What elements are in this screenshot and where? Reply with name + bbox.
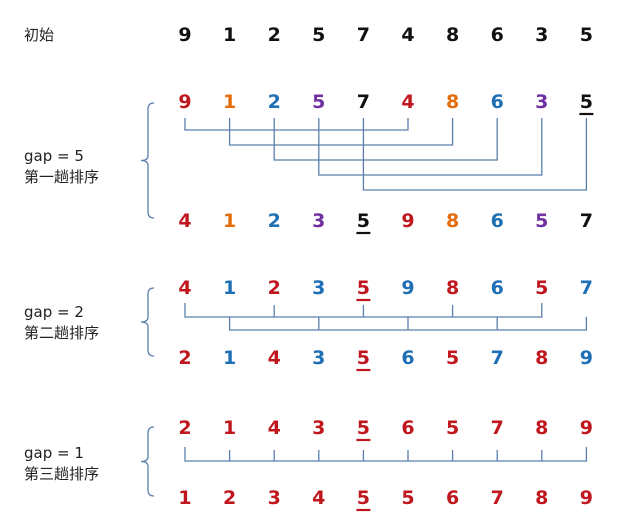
pass-1-gap-label: gap = 5	[24, 147, 84, 165]
initial-label: 初始	[24, 26, 55, 44]
pass-3-before-row-value: 4	[268, 417, 281, 439]
pass-3-after-row-value: 5	[401, 487, 414, 509]
pass-3-before-row-value: 2	[178, 417, 191, 439]
pass-3-after-row-value: 4	[312, 487, 325, 509]
pass-1-group-bracket	[318, 118, 543, 176]
pass-1-after-row-value: 5	[535, 210, 548, 232]
pass-3-before-row-value: 1	[223, 417, 236, 439]
pass-1-after-row-value: 5	[357, 210, 370, 232]
pass-2-after-row-value: 8	[535, 347, 548, 369]
pass-2-before-row-value: 1	[223, 277, 236, 299]
pass-3-after-row-value: 2	[223, 487, 236, 509]
pass-3-before-row-value: 8	[535, 417, 548, 439]
pass-3-brace	[140, 426, 155, 497]
pass-2-before-row-value: 7	[580, 277, 593, 299]
pass-2-title: 第二趟排序	[24, 324, 100, 342]
pass-3-after-row-value: 6	[446, 487, 459, 509]
initial-row-value: 9	[178, 24, 191, 46]
pass-1-brace	[140, 102, 155, 219]
pass-3-before-row-value: 7	[491, 417, 504, 439]
initial-row-value: 8	[446, 24, 459, 46]
pass-1-before-row-value: 2	[268, 91, 281, 113]
pass-2-before-row-value: 5	[535, 277, 548, 299]
pass-3-before-row-value: 6	[401, 417, 414, 439]
pass-3-after-row-value: 3	[268, 487, 281, 509]
pass-2-before-row-value: 6	[491, 277, 504, 299]
pass-1-group-bracket	[362, 118, 588, 191]
pass-2-after-row-value: 7	[491, 347, 504, 369]
pass-3-after-row-value: 1	[178, 487, 191, 509]
initial-row-value: 3	[535, 24, 548, 46]
pass-1-after-row-value: 3	[312, 210, 325, 232]
pass-1-before-row-value: 6	[491, 91, 504, 113]
pass-2-after-row-value: 2	[178, 347, 191, 369]
pass-1-before-row-value: 9	[178, 91, 191, 113]
pass-1-after-row-value: 9	[401, 210, 414, 232]
pass-2-brace	[140, 287, 155, 357]
pass-2-before-row-value: 2	[268, 277, 281, 299]
pass-1-before-row-value: 4	[401, 91, 414, 113]
initial-row-value: 5	[312, 24, 325, 46]
pass-2-before-row-value: 9	[401, 277, 414, 299]
initial-row-value: 2	[268, 24, 281, 46]
pass-2-before-row-value: 4	[178, 277, 191, 299]
pass-1-group-bracket	[184, 118, 409, 131]
pass-3-after-row-value: 9	[580, 487, 593, 509]
pass-1-before-row-value: 3	[535, 91, 548, 113]
pass-3-before-row-value: 9	[580, 417, 593, 439]
pass-1-after-row-value: 4	[178, 210, 191, 232]
pass-3-before-row-value: 3	[312, 417, 325, 439]
pass-2-gap-label: gap = 2	[24, 303, 84, 321]
initial-row-value: 4	[401, 24, 414, 46]
pass-1-after-row-value: 1	[223, 210, 236, 232]
pass-2-after-row-value: 5	[357, 347, 370, 369]
pass-3-group-line	[184, 447, 588, 462]
pass-1-title: 第一趟排序	[24, 168, 100, 186]
pass-2-before-row-value: 5	[357, 277, 370, 299]
pass-2-after-row-value: 3	[312, 347, 325, 369]
initial-row-value: 1	[223, 24, 236, 46]
pass-3-after-row-value: 5	[357, 487, 370, 509]
pass-3-before-row-value: 5	[357, 417, 370, 439]
pass-1-group-bracket	[228, 118, 454, 146]
pass-1-before-row-value: 7	[357, 91, 370, 113]
pass-2-after-row-value: 4	[268, 347, 281, 369]
initial-row-value: 5	[580, 24, 593, 46]
pass-2-after-row-value: 5	[446, 347, 459, 369]
pass-1-after-row-value: 2	[268, 210, 281, 232]
pass-1-before-row-value: 5	[312, 91, 325, 113]
pass-3-title: 第三趟排序	[24, 465, 100, 483]
pass-2-after-row-value: 6	[401, 347, 414, 369]
pass-3-after-row-value: 8	[535, 487, 548, 509]
initial-row-value: 7	[357, 24, 370, 46]
pass-2-after-row-value: 9	[580, 347, 593, 369]
pass-2-after-row-value: 1	[223, 347, 236, 369]
pass-3-after-row-value: 7	[491, 487, 504, 509]
pass-1-before-row-value: 8	[446, 91, 459, 113]
pass-2-before-row-value: 3	[312, 277, 325, 299]
pass-1-group-bracket	[273, 118, 498, 161]
pass-1-after-row-value: 8	[446, 210, 459, 232]
pass-1-after-row-value: 7	[580, 210, 593, 232]
pass-3-before-row-value: 5	[446, 417, 459, 439]
pass-2-before-row-value: 8	[446, 277, 459, 299]
pass-1-after-row-value: 6	[491, 210, 504, 232]
pass-1-before-row-value: 1	[223, 91, 236, 113]
initial-row-value: 6	[491, 24, 504, 46]
pass-3-gap-label: gap = 1	[24, 444, 84, 462]
pass-1-before-row-value: 5	[580, 91, 593, 113]
